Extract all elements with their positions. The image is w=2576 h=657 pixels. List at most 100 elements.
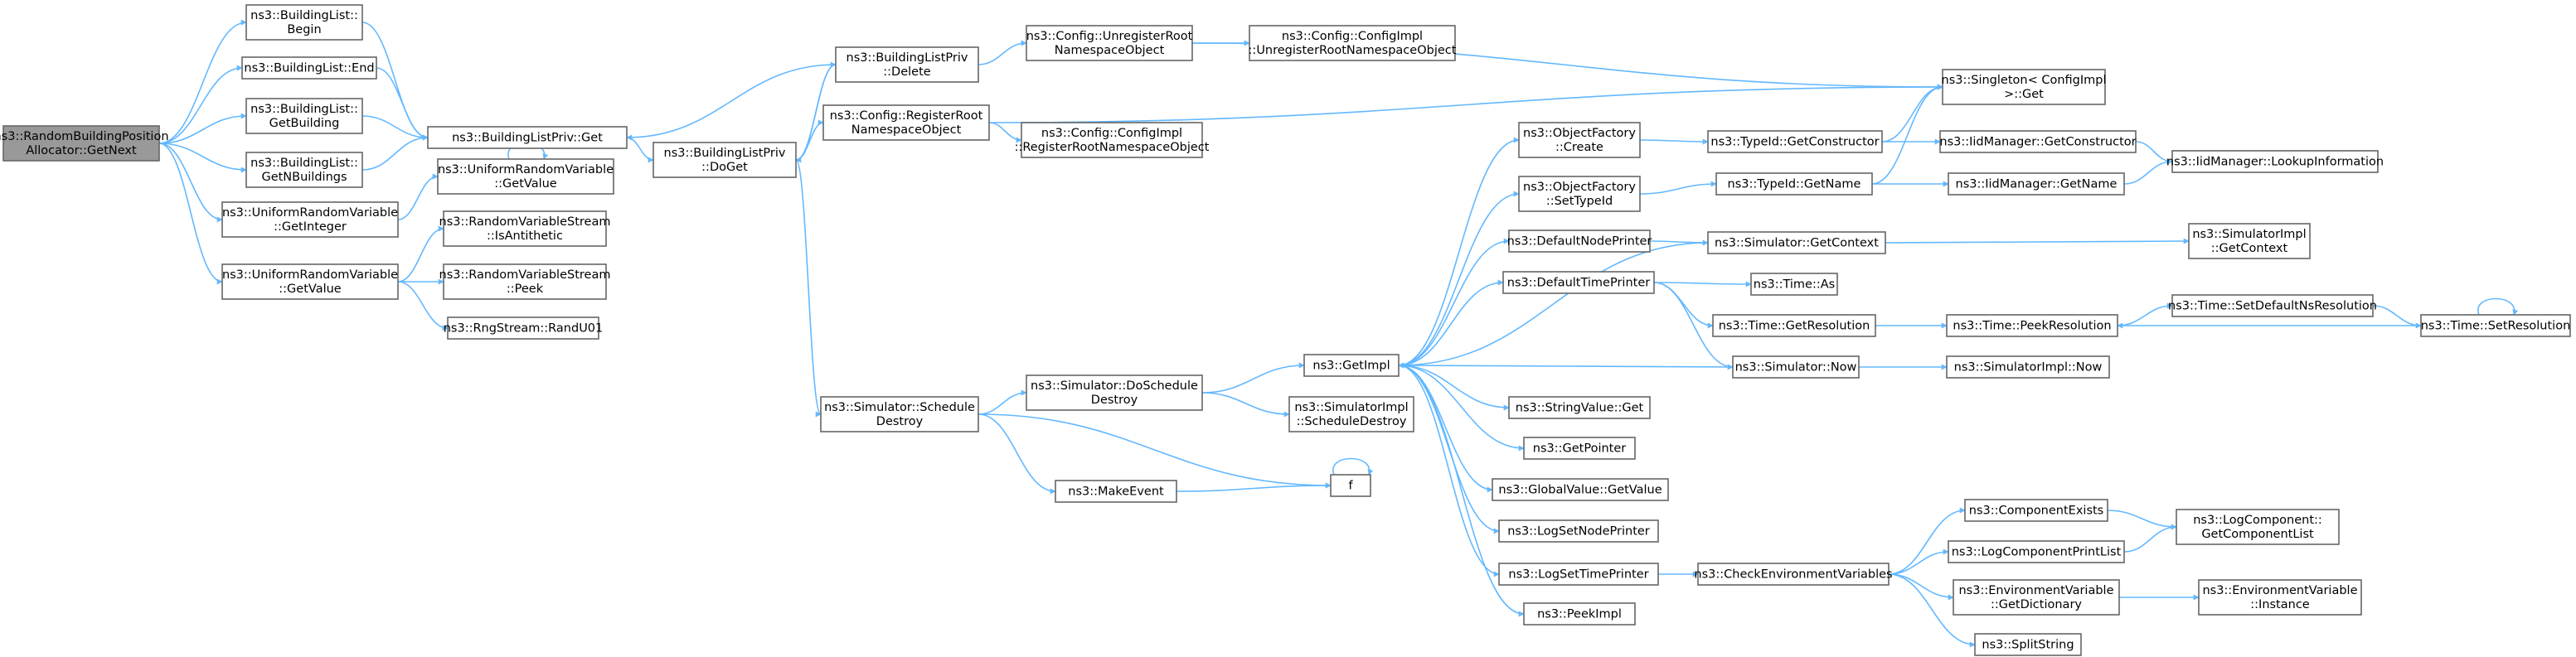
node-box [1502, 271, 1655, 294]
call-edge [626, 64, 837, 141]
graph-node[interactable]: ns3::LogComponentPrintList [1948, 540, 2125, 563]
graph-node[interactable]: ns3::Time::SetDefaultNsResolution [2168, 294, 2377, 317]
graph-node[interactable]: ns3::BuildingListPriv::Delete [835, 46, 979, 83]
call-edge [158, 65, 243, 144]
node-label: ns3::Singleton< ConfigImpl [1942, 74, 2107, 87]
graph-node[interactable]: ns3::BuildingList::GetBuilding [245, 98, 363, 134]
graph-node[interactable]: ns3::ObjectFactory::SetTypeId [1518, 176, 1641, 212]
graph-node[interactable]: ns3::LogSetNodePrinter [1498, 519, 1659, 543]
call-edge [1398, 191, 1520, 366]
graph-node[interactable]: ns3::Time::PeekResolution [1946, 314, 2118, 337]
graph-node[interactable]: ns3::RandomVariableStream::IsAntithetic [439, 210, 611, 247]
graph-node[interactable]: ns3::BuildingList::End [241, 56, 377, 80]
call-edge [626, 137, 654, 163]
graph-node[interactable]: ns3::LogComponent::GetComponentList [2176, 509, 2340, 545]
graph-node[interactable]: ns3::SimulatorImpl::Now [1946, 355, 2110, 379]
call-edge [1176, 482, 1332, 492]
graph-node[interactable]: ns3::Config::RegisterRootNamespaceObject [822, 104, 990, 141]
node-label: ::Delete [883, 65, 930, 79]
graph-node[interactable]: ns3::BuildingList::GetNBuildings [245, 152, 363, 188]
node-box [245, 98, 363, 134]
graph-node[interactable]: ns3::Time::As [1750, 273, 1838, 296]
call-edge [361, 115, 429, 141]
graph-node[interactable]: ns3::RandomVariableStream::Peek [439, 263, 611, 300]
node-box [1939, 130, 2137, 153]
node-box [1288, 396, 1414, 432]
graph-node[interactable]: ns3::Simulator::ScheduleDestroy [820, 396, 979, 432]
graph-node[interactable]: ns3::ComponentExists [1964, 499, 2108, 522]
graph-node[interactable]: ns3::CheckEnvironmentVariables [1694, 563, 1893, 586]
call-edge [1639, 138, 1709, 145]
graph-node[interactable]: ns3::Time::SetResolution [2420, 314, 2571, 337]
call-edge [1201, 362, 1305, 394]
graph-node[interactable]: ns3::UniformRandomVariable::GetValue [221, 263, 399, 300]
call-edge [158, 113, 247, 144]
graph-node[interactable]: ns3::SimulatorImpl::GetContext [2188, 223, 2311, 259]
graph-node[interactable]: f [1330, 474, 1371, 497]
graph-node[interactable]: ns3::LogSetTimePrinter [1498, 563, 1659, 586]
node-label: ::ScheduleDestroy [1297, 415, 1407, 428]
node-box [1518, 122, 1641, 158]
node-label: ns3::PeekImpl [1537, 608, 1622, 621]
graph-node[interactable]: ns3::Simulator::GetContext [1707, 231, 1886, 254]
node-label: ns3::ObjectFactory [1523, 181, 1636, 194]
graph-node[interactable]: ns3::BuildingListPriv::DoGet [652, 142, 797, 178]
graph-node[interactable]: ns3::SimulatorImpl::ScheduleDestroy [1288, 396, 1414, 432]
node-box [245, 152, 363, 188]
graph-node[interactable]: ns3::Config::UnregisterRootNamespaceObje… [1026, 25, 1193, 61]
node-label: ns3::BuildingListPriv [664, 147, 786, 160]
graph-node[interactable]: ns3::IidManager::GetConstructor [1939, 130, 2137, 153]
graph-node[interactable]: ns3::IidManager::LookupInformation [2166, 150, 2384, 173]
graph-node[interactable]: ns3::EnvironmentVariable::Instance [2198, 579, 2362, 616]
node-label: Allocator::GetNext [26, 144, 137, 157]
graph-node[interactable]: ns3::PeekImpl [1523, 602, 1636, 626]
graph-node[interactable]: ns3::ObjectFactory::Create [1518, 122, 1641, 158]
call-edge [1398, 365, 1525, 617]
graph-node[interactable]: ns3::UniformRandomVariable::GetInteger [221, 201, 399, 238]
node-label: >::Get [2004, 88, 2044, 101]
node-box [1330, 474, 1371, 497]
node-label: ns3::IidManager::GetConstructor [1939, 136, 2136, 149]
nodes-layer: ns3::RandomBuildingPositionAllocator::Ge… [0, 4, 2571, 656]
graph-node[interactable]: ns3::SplitString [1974, 633, 2082, 656]
graph-node[interactable]: ns3::Simulator::Now [1732, 355, 1860, 379]
graph-node[interactable]: ns3::BuildingListPriv::Get [427, 126, 628, 149]
call-edge [1398, 365, 1510, 411]
graph-node[interactable]: ns3::TypeId::GetName [1715, 172, 1873, 196]
graph-node[interactable]: ns3::MakeEvent [1055, 480, 1177, 503]
node-box [2188, 223, 2311, 259]
node-label: ns3::RandomVariableStream [439, 268, 611, 282]
graph-node[interactable]: ns3::Config::ConfigImpl::RegisterRootNam… [1015, 122, 1210, 158]
graph-node[interactable]: ns3::DefaultTimePrinter [1502, 271, 1655, 294]
node-box [2176, 509, 2340, 545]
node-box [427, 126, 628, 149]
graph-node[interactable]: ns3::GetPointer [1523, 437, 1636, 460]
graph-node[interactable]: ns3::GlobalValue::GetValue [1492, 478, 1669, 501]
node-label: ns3::EnvironmentVariable [1958, 584, 2113, 597]
call-edge [1201, 392, 1290, 418]
graph-node[interactable]: ns3::Time::GetResolution [1712, 314, 1876, 337]
node-box [1750, 273, 1838, 296]
graph-node[interactable]: ns3::TypeId::GetConstructor [1707, 130, 1883, 153]
graph-node[interactable]: ns3::BuildingList::Begin [245, 4, 363, 41]
call-edge [1888, 507, 1966, 575]
node-label: GetNBuildings [261, 171, 347, 184]
graph-node[interactable]: ns3::IidManager::GetName [1948, 172, 2125, 196]
graph-node[interactable]: ns3::UniformRandomVariable::GetValue [437, 158, 614, 195]
graph-node[interactable]: ns3::Singleton< ConfigImpl >::Get [1942, 69, 2107, 105]
graph-node[interactable]: ns3::RngStream::RandU01 [444, 316, 604, 340]
call-edge [978, 413, 1056, 495]
node-box [443, 263, 607, 300]
graph-node[interactable]: ns3::Config::ConfigImpl::UnregisterRootN… [1249, 25, 1457, 61]
graph-node[interactable]: ns3::GetImpl [1303, 354, 1400, 377]
node-label: ::GetValue [279, 283, 342, 296]
node-box [1964, 499, 2108, 522]
call-edge [1653, 282, 1714, 329]
graph-node[interactable]: ns3::DefaultNodePrinter [1507, 229, 1652, 253]
graph-node[interactable]: ns3::StringValue::Get [1508, 396, 1651, 419]
graph-node[interactable]: ns3::EnvironmentVariable::GetDictionary [1953, 579, 2120, 616]
graph-node[interactable]: ns3::RandomBuildingPositionAllocator::Ge… [0, 125, 169, 162]
call-edge [1332, 457, 1374, 476]
node-label: ns3::DefaultTimePrinter [1507, 277, 1650, 290]
